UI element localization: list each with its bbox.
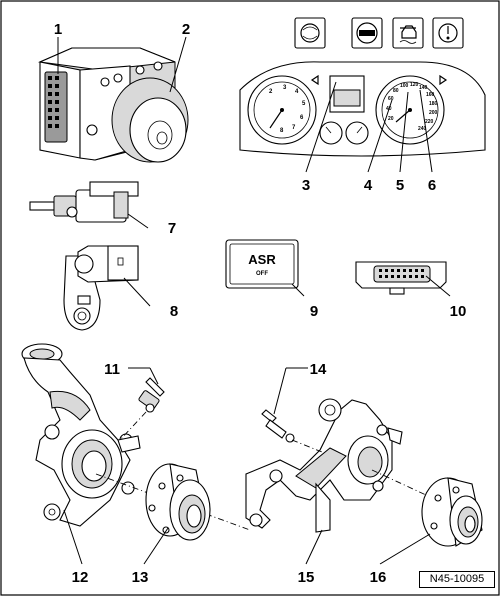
callout-1: 1 <box>54 21 62 38</box>
tacho-tick-3: 3 <box>283 85 287 91</box>
speedo-tick-220: 220 <box>425 119 434 125</box>
callout-8: 8 <box>170 303 178 320</box>
callout-10: 10 <box>450 303 467 320</box>
callout-12: 12 <box>72 569 89 586</box>
callout-numbers: 1 2 3 4 5 6 7 8 9 10 11 14 12 13 15 16 <box>54 21 467 586</box>
speedo-tick-240: 240 <box>418 126 427 132</box>
abs-control-unit <box>37 47 189 163</box>
callout-5: 5 <box>396 177 404 194</box>
asr-switch-sublabel: OFF <box>256 271 268 277</box>
speedo-tick-100: 100 <box>400 83 409 89</box>
callout-15: 15 <box>298 569 315 586</box>
callout-6: 6 <box>428 177 436 194</box>
speedo-tick-180: 180 <box>429 101 438 107</box>
speedo-tick-80: 80 <box>393 88 399 94</box>
asr-switch-label: ASR <box>248 252 276 267</box>
callout-9: 9 <box>310 303 318 320</box>
callout-16: 16 <box>370 569 387 586</box>
callout-3: 3 <box>302 177 310 194</box>
callout-11: 11 <box>104 361 120 378</box>
tacho-tick-2: 2 <box>269 89 273 95</box>
speedo-tick-20: 20 <box>388 116 394 122</box>
asr-switch[interactable]: ASR OFF <box>225 239 299 289</box>
tacho-tick-7: 7 <box>292 125 296 131</box>
speedo-tick-60: 60 <box>388 96 394 102</box>
callout-14: 14 <box>310 361 327 378</box>
diagnostic-connector <box>355 261 447 295</box>
speedo-tick-120: 120 <box>410 82 419 88</box>
leader-lines <box>57 36 451 565</box>
front-steering-knuckle <box>21 343 141 527</box>
front-wheel-hub <box>95 463 251 541</box>
callout-13: 13 <box>132 569 149 586</box>
tacho-tick-5: 5 <box>302 101 306 107</box>
tacho-tick-8: 8 <box>280 128 284 134</box>
figure-reference: N45-10095 <box>419 571 495 588</box>
speedo-tick-160: 160 <box>426 92 435 98</box>
rear-speed-sensor <box>261 409 323 453</box>
speedo-tick-140: 140 <box>419 85 428 91</box>
rear-wheel-carrier <box>245 398 403 533</box>
brake-light-switch <box>29 181 139 223</box>
front-speed-sensor <box>119 377 165 441</box>
speedo-tick-200: 200 <box>429 110 438 116</box>
callout-2: 2 <box>182 21 190 38</box>
tacho-tick-6: 6 <box>300 115 304 121</box>
instrument-cluster: 2 3 4 5 6 7 8 20 40 60 80 100 120 140 16… <box>239 17 486 157</box>
callout-7: 7 <box>168 220 176 237</box>
tacho-tick-4: 4 <box>295 89 299 95</box>
sensor-with-bracket <box>63 245 139 331</box>
rear-wheel-hub <box>371 469 483 547</box>
callout-4: 4 <box>364 177 373 194</box>
